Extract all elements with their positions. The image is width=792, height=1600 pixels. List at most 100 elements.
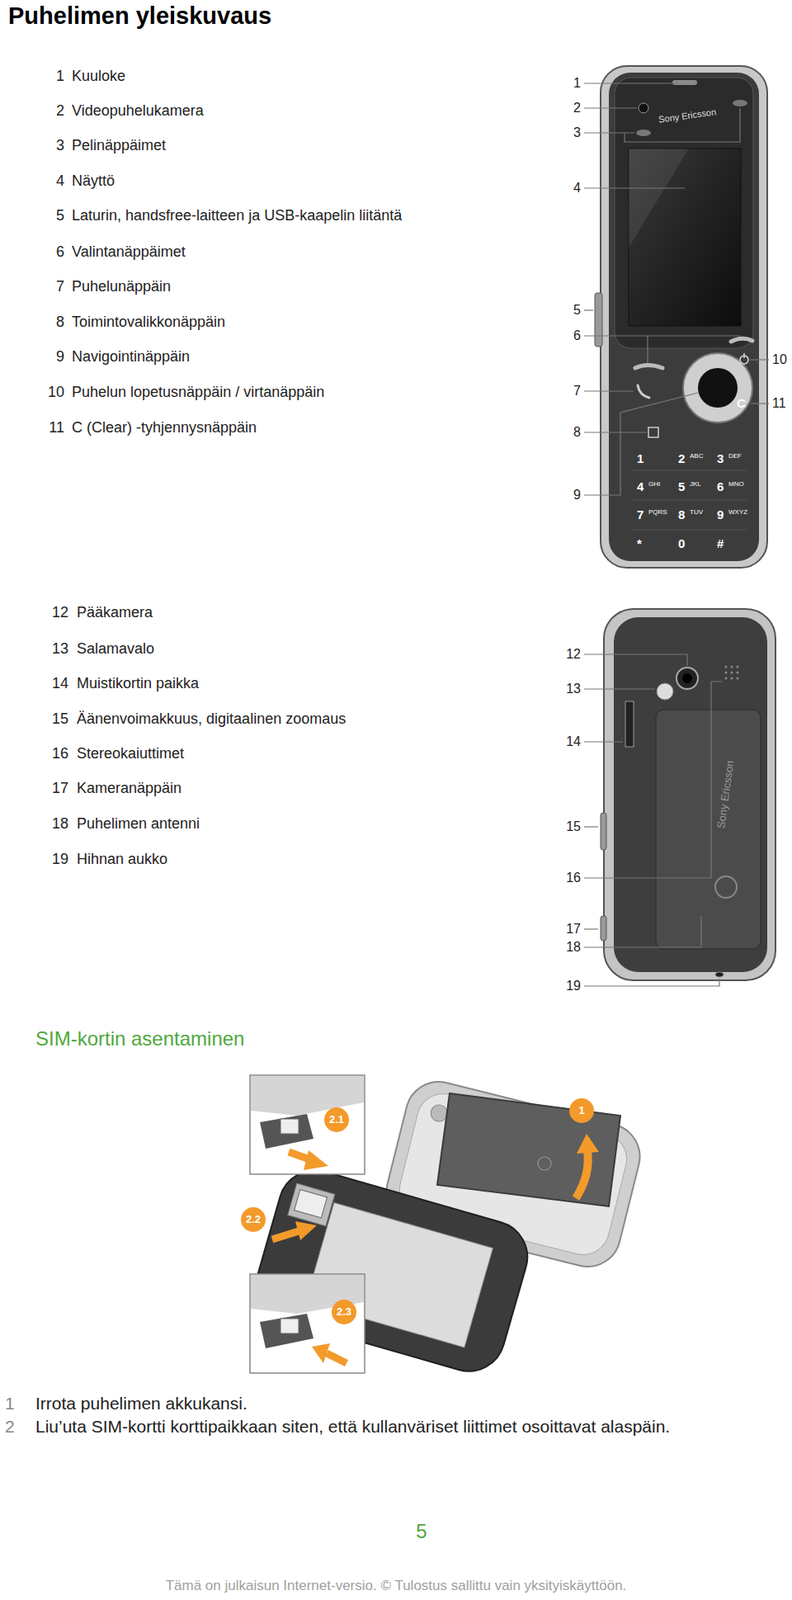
sim-card <box>294 1189 328 1218</box>
speaker-hole <box>735 670 739 674</box>
key-digit: 9 <box>716 507 724 523</box>
phone-back <box>600 608 776 981</box>
push-arrow-head <box>295 1221 317 1240</box>
leader-line <box>584 688 656 689</box>
key-letters: WXYZ <box>728 508 748 517</box>
part-name: Pääkamera <box>76 603 153 623</box>
key-letters: GHI <box>648 480 660 489</box>
part-number: 18 <box>24 815 69 834</box>
key-letters: MNO <box>728 480 745 489</box>
part-name: Toimintovalikkonäppäin <box>71 313 226 332</box>
sim-holder <box>259 1313 314 1349</box>
step-number: 1 <box>4 1392 22 1414</box>
end-key-icon <box>743 353 745 359</box>
leader-line <box>584 654 688 666</box>
side-connector <box>594 292 603 347</box>
part-name: Navigointinäppäin <box>71 348 190 367</box>
selection-key <box>635 365 663 369</box>
callout-number: 6 <box>557 327 581 344</box>
part-number: 1 <box>24 67 65 86</box>
leader-lines <box>584 83 769 495</box>
inset <box>249 1074 365 1174</box>
part-name: Videopuhelukamera <box>71 102 204 121</box>
phone-body <box>608 72 759 561</box>
inset <box>249 1273 365 1373</box>
phone-body <box>613 617 768 972</box>
key-digit: 2 <box>678 451 685 467</box>
speaker-hole <box>730 664 733 668</box>
screen <box>628 148 741 326</box>
sim-card <box>280 1318 299 1334</box>
step-badge-label: 2.3 <box>330 1305 358 1319</box>
sim-holder <box>259 1113 314 1149</box>
part-number: 4 <box>24 172 65 191</box>
step-badge-label: 2.1 <box>323 1112 350 1127</box>
speaker-hole <box>730 670 733 674</box>
key-digit: 3 <box>716 451 724 467</box>
main-camera <box>676 667 698 689</box>
game-key <box>636 129 651 137</box>
leader-line <box>750 402 769 404</box>
part-number: 10 <box>24 383 65 402</box>
step-badge-label: 2.2 <box>240 1212 267 1226</box>
callout-number: 12 <box>557 645 581 662</box>
speaker-hole <box>735 676 739 679</box>
memory-slot <box>625 701 634 747</box>
step-text: Irrota puhelimen akkukansi. <box>35 1392 787 1414</box>
callout-number: 7 <box>557 382 581 399</box>
inset-frame <box>249 1074 365 1174</box>
phone-rim <box>603 608 776 981</box>
leader-lines <box>584 654 722 986</box>
lift-arrow-head <box>576 1133 599 1154</box>
key-letters: PQRS <box>648 508 668 517</box>
callout-number: 16 <box>557 869 581 886</box>
key-digit: 4 <box>636 479 644 495</box>
keypad-row <box>631 529 747 531</box>
step-text: Liu’uta SIM-kortti korttipaikkaan siten,… <box>35 1415 787 1437</box>
speaker-hole <box>735 664 739 668</box>
nav-ring <box>683 353 753 423</box>
speaker-grill <box>724 664 739 679</box>
key-letters: ABC <box>689 452 703 461</box>
nav-center <box>697 367 738 408</box>
speaker-hole <box>724 664 727 668</box>
brand-text: Sony Ericsson <box>657 107 717 127</box>
push-arrow <box>326 1353 347 1363</box>
keypad-row <box>631 499 747 501</box>
call-key-icon <box>637 385 650 398</box>
part-number: 3 <box>24 136 65 156</box>
part-name: Laturin, handsfree-laitteen ja USB-kaape… <box>71 207 402 226</box>
callout-number: 2 <box>557 99 581 116</box>
leader-line <box>584 82 679 84</box>
key-digit: 0 <box>678 536 685 552</box>
part-name: Puhelun lopetusnäppäin / virtanäppäin <box>71 383 325 402</box>
push-arrow-head <box>303 1150 329 1170</box>
selection-key <box>730 338 753 342</box>
key-letters: JKL <box>689 480 702 489</box>
game-key <box>732 99 748 107</box>
part-number: 8 <box>24 313 65 332</box>
part-number: 9 <box>24 348 65 367</box>
part-name: C (Clear) -tyhjennysnäppäin <box>71 419 257 438</box>
sim-illustration <box>240 1074 647 1381</box>
leader-line <box>584 740 623 742</box>
top-bezel <box>614 77 754 349</box>
part-name: Hihnan aukko <box>76 850 168 869</box>
callout-number: 19 <box>557 977 581 994</box>
phone-rim <box>600 66 768 568</box>
phone-body <box>247 1161 536 1380</box>
push-arrow <box>272 1230 299 1240</box>
part-number: 12 <box>24 603 69 623</box>
part-number: 6 <box>24 243 65 262</box>
callout-number: 14 <box>557 733 581 750</box>
video-camera <box>638 103 649 114</box>
logo-ring <box>715 876 737 898</box>
part-name: Kameranäppäin <box>76 779 182 798</box>
key-digit: 5 <box>678 479 685 495</box>
part-number: 11 <box>24 419 65 438</box>
part-name: Äänenvoimakkuus, digitaalinen zoomaus <box>76 710 346 729</box>
leader-line <box>584 825 599 827</box>
part-name: Puhelimen antenni <box>76 815 200 834</box>
